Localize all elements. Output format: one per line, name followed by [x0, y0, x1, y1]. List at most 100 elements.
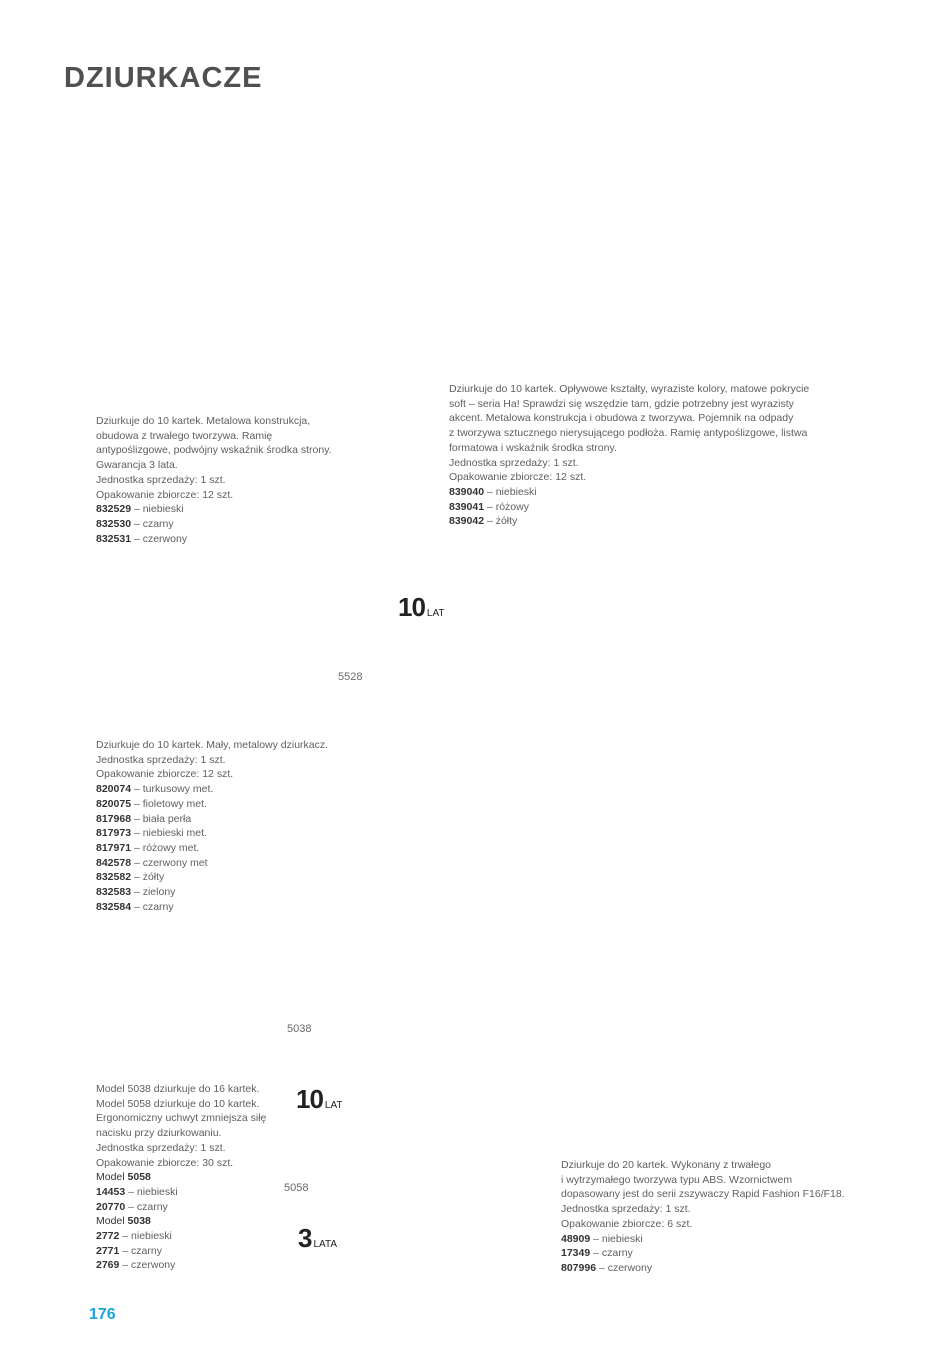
desc-line: i wytrzymałego tworzywa typu ABS. Wzorni… — [561, 1173, 793, 1186]
variant-color: – czarny — [125, 1200, 168, 1213]
variant-code: 832584 — [96, 900, 132, 913]
warranty-unit: LAT — [426, 608, 445, 619]
variant-color: – biała perła — [131, 812, 192, 825]
variant-color: – czerwony — [119, 1259, 176, 1272]
variant-color: – czarny — [131, 900, 174, 913]
warranty-unit: LAT — [324, 1100, 343, 1111]
variant-code: 2769 — [96, 1259, 120, 1272]
variant-color: – niebieski — [484, 485, 537, 498]
desc-line: Dziurkuje do 20 kartek. Wykonany z trwał… — [561, 1159, 771, 1171]
variant-color: – żółty — [484, 515, 518, 528]
variant-row: 2771 – czarny — [96, 1244, 266, 1259]
variant-code: 842578 — [96, 856, 132, 869]
desc-line: antypoślizgowe, podwójny wskaźnik środka… — [96, 444, 332, 457]
variant-color: – czerwony — [131, 532, 188, 545]
desc-line: akcent. Metalowa konstrukcja i obudowa z… — [449, 412, 794, 425]
variant-code: 2772 — [96, 1230, 120, 1243]
variant-code: 817971 — [96, 841, 132, 854]
variant-row: 17349 – czarny — [561, 1246, 845, 1261]
desc-line: Dziurkuje do 10 kartek. Opływowe kształt… — [449, 383, 810, 395]
desc-line: obudowa z trwałego tworzywa. Ramię — [96, 429, 273, 442]
desc-line: Dziurkuje do 10 kartek. Mały, metalowy d… — [96, 739, 329, 751]
desc-line: Ergonomiczny uchwyt zmniejsza siłę — [96, 1112, 267, 1125]
variant-row: 832583 – zielony — [96, 885, 328, 900]
variant-color: – niebieski — [125, 1185, 178, 1198]
desc-line: Dziurkuje do 10 kartek. Metalowa konstru… — [96, 415, 311, 427]
variant-color: – czerwony — [596, 1261, 653, 1274]
variant-code: 17349 — [561, 1247, 591, 1260]
desc-line: z tworzywa sztucznego nierysującego podł… — [449, 427, 808, 440]
variant-code: 14453 — [96, 1185, 126, 1198]
variant-row: 839040 – niebieski — [449, 485, 809, 500]
page-title: DZIURKACZE — [64, 62, 263, 94]
desc-line: Opakowanie zbiorcze: 12 szt. — [96, 768, 234, 781]
desc-line: Opakowanie zbiorcze: 30 szt. — [96, 1156, 234, 1169]
model-number: 5038 — [287, 1023, 312, 1035]
product-5-description: Dziurkuje do 20 kartek. Wykonany z trwał… — [561, 1158, 845, 1276]
variant-row: 2772 – niebieski — [96, 1229, 266, 1244]
variant-code: 832531 — [96, 532, 132, 545]
variant-row: 832582 – żółty — [96, 870, 328, 885]
variant-color: – żółty — [131, 871, 165, 884]
variant-code: 817973 — [96, 827, 132, 840]
desc-line: Opakowanie zbiorcze: 12 szt. — [96, 488, 234, 501]
model-label: Model — [96, 1215, 128, 1228]
variant-code: 839040 — [449, 485, 485, 498]
variant-row: 832529 – niebieski — [96, 502, 332, 517]
variant-row: 832531 – czerwony — [96, 532, 332, 547]
variant-code: 832583 — [96, 886, 132, 899]
variant-code: 832529 — [96, 503, 132, 516]
model-value: 5058 — [127, 1171, 151, 1184]
product-3-description: Dziurkuje do 10 kartek. Mały, metalowy d… — [96, 738, 328, 914]
desc-line: nacisku przy dziurkowaniu. — [96, 1127, 222, 1140]
model-number: 5528 — [338, 671, 363, 683]
desc-line: dopasowany jest do serii zszywaczy Rapid… — [561, 1188, 845, 1201]
variant-code: 820075 — [96, 797, 132, 810]
variant-color: – turkusowy met. — [131, 783, 214, 796]
desc-line: soft – seria Ha! Sprawdzi się wszędzie t… — [449, 397, 794, 410]
warranty-years: 3 — [298, 1223, 313, 1253]
variant-row: 20770 – czarny — [96, 1200, 266, 1215]
variant-row: 832530 – czarny — [96, 517, 332, 532]
variant-row: 14453 – niebieski — [96, 1185, 266, 1200]
variant-color: – niebieski — [131, 503, 184, 516]
variant-row: 807996 – czerwony — [561, 1261, 845, 1276]
variant-code: 48909 — [561, 1232, 591, 1245]
model-heading: Model 5058 — [96, 1170, 266, 1185]
variant-row: 839041 – różowy — [449, 500, 809, 515]
desc-line: Opakowanie zbiorcze: 6 szt. — [561, 1217, 693, 1230]
variant-row: 817971 – różowy met. — [96, 841, 328, 856]
variant-code: 807996 — [561, 1261, 597, 1274]
variant-code: 20770 — [96, 1200, 126, 1213]
warranty-unit: LATA — [313, 1239, 337, 1250]
variant-code: 832582 — [96, 871, 132, 884]
variant-color: – fioletowy met. — [131, 797, 207, 810]
desc-line: Jednostka sprzedaży: 1 szt. — [96, 1141, 226, 1154]
variant-color: – czarny — [119, 1244, 162, 1257]
variant-code: 817968 — [96, 812, 132, 825]
variant-row: 820074 – turkusowy met. — [96, 782, 328, 797]
warranty-years: 10 — [296, 1084, 324, 1114]
page-number: 176 — [89, 1306, 116, 1323]
model-heading: Model 5038 — [96, 1214, 266, 1229]
product-2-description: Dziurkuje do 10 kartek. Opływowe kształt… — [449, 382, 809, 529]
variant-color: – zielony — [131, 886, 176, 899]
variant-color: – czarny — [131, 517, 174, 530]
variant-color: – niebieski met. — [131, 827, 207, 840]
desc-line: Jednostka sprzedaży: 1 szt. — [449, 456, 579, 469]
variant-row: 817973 – niebieski met. — [96, 826, 328, 841]
variant-code: 832530 — [96, 517, 132, 530]
variant-color: – niebieski — [590, 1232, 643, 1245]
variant-row: 839042 – żółty — [449, 514, 809, 529]
variant-row: 820075 – fioletowy met. — [96, 797, 328, 812]
variant-color: – czerwony met — [131, 856, 208, 869]
variant-code: 820074 — [96, 783, 132, 796]
variant-row: 2769 – czerwony — [96, 1258, 266, 1273]
variant-color: – różowy — [484, 500, 529, 513]
model-number: 5058 — [284, 1182, 309, 1194]
desc-line: Model 5058 dziurkuje do 10 kartek. — [96, 1097, 260, 1110]
desc-line: Gwarancja 3 lata. — [96, 459, 178, 472]
variant-row: 48909 – niebieski — [561, 1232, 845, 1247]
